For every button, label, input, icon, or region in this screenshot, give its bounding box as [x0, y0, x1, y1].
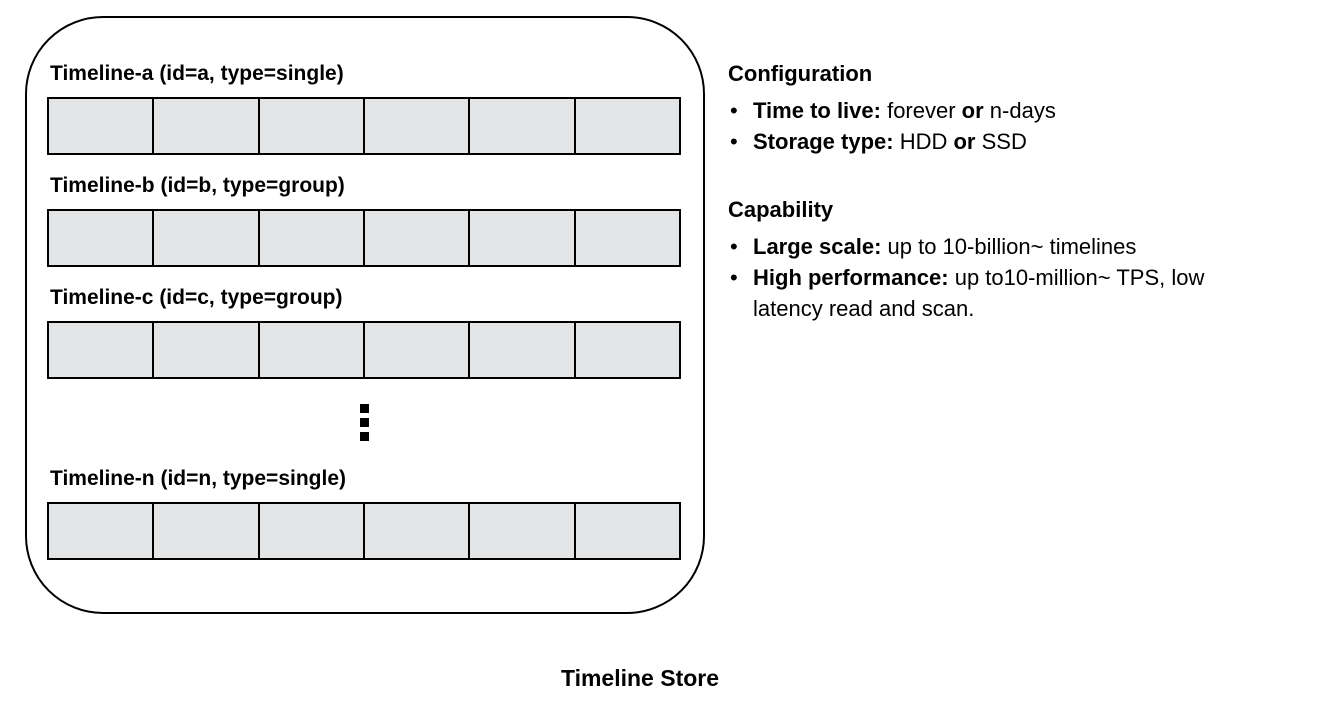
- info-section-capability: Capability • Large scale: up to 10-billion…: [728, 197, 1280, 324]
- bullet-icon: •: [730, 234, 738, 259]
- bullet-text: HDD: [893, 129, 954, 154]
- timeline-cell: [575, 504, 679, 558]
- timeline-cell: [49, 504, 155, 558]
- timeline-cell: [470, 211, 576, 265]
- bullet-term: Large scale:: [753, 234, 882, 259]
- section-heading: Configuration: [728, 61, 873, 86]
- bullet-term: Time to live:: [753, 98, 881, 123]
- timeline-cell: [364, 211, 471, 265]
- timeline-store-panel: Timeline-a (id=a, type=single) Timeline-b…: [25, 16, 705, 614]
- timeline-block: Timeline-b (id=b, type=group): [47, 174, 681, 267]
- timeline-cells-row: [47, 321, 681, 379]
- timeline-cell: [575, 323, 679, 377]
- timeline-cell: [259, 211, 365, 265]
- timeline-cell: [259, 504, 365, 558]
- bullet-item: • High performance: up to10-million~ TPS,…: [728, 262, 1280, 324]
- timeline-cell: [49, 211, 155, 265]
- bullet-text: up to10-million~ TPS, low latency read a…: [753, 265, 1205, 321]
- timeline-cell: [575, 211, 679, 265]
- bullet-term: or: [961, 98, 984, 123]
- timeline-cell: [154, 323, 260, 377]
- section-bullet-list: • Large scale: up to 10-billion~ timeline…: [728, 231, 1280, 324]
- timeline-cell: [364, 323, 471, 377]
- timeline-cell: [154, 99, 260, 153]
- bullet-item: • Storage type: HDD or SSD: [728, 126, 1280, 157]
- timeline-cells-row: [47, 209, 681, 267]
- timeline-cell: [49, 99, 155, 153]
- section-bullet-list: • Time to live: forever or n-days • Storage…: [728, 95, 1280, 157]
- timeline-label: Timeline-c (id=c, type=group): [50, 286, 343, 309]
- timeline-label: Timeline-b (id=b, type=group): [50, 174, 345, 197]
- bullet-term: or: [953, 129, 976, 154]
- bullet-icon: •: [730, 129, 738, 154]
- timeline-label: Timeline-n (id=n, type=single): [50, 467, 346, 490]
- timeline-cell: [154, 211, 260, 265]
- timeline-cell: [470, 99, 576, 153]
- diagram-caption: Timeline Store: [560, 665, 720, 691]
- timeline-label: Timeline-a (id=a, type=single): [50, 62, 344, 85]
- bullet-text: n-days: [983, 98, 1056, 123]
- ellipsis-dot: [359, 417, 369, 427]
- timeline-cell: [364, 99, 471, 153]
- bullet-icon: •: [730, 98, 738, 123]
- ellipsis-dot: [359, 403, 369, 413]
- timeline-cells-row: [47, 502, 681, 560]
- timeline-cells-row: [47, 97, 681, 155]
- timeline-cell: [259, 323, 365, 377]
- timeline-block: Timeline-n (id=n, type=single): [47, 467, 681, 560]
- info-section-configuration: Configuration • Time to live: forever or n…: [728, 61, 1280, 157]
- bullet-text: up to 10-billion~ timelines: [881, 234, 1137, 259]
- ellipsis-dot: [359, 431, 369, 441]
- bullet-icon: •: [730, 265, 738, 290]
- bullet-text: forever: [880, 98, 962, 123]
- bullet-text: SSD: [975, 129, 1027, 154]
- bullet-term: High performance:: [753, 265, 949, 290]
- vertical-ellipsis-icon: [47, 398, 681, 446]
- bullet-item: • Time to live: forever or n-days: [728, 95, 1280, 126]
- timeline-cell: [364, 504, 471, 558]
- bullet-term: Storage type:: [753, 129, 894, 154]
- bullet-item: • Large scale: up to 10-billion~ timeline…: [728, 231, 1280, 262]
- timeline-cell: [49, 323, 155, 377]
- info-column: Configuration • Time to live: forever or n…: [728, 61, 1280, 324]
- timeline-cell: [470, 323, 576, 377]
- timeline-cell: [575, 99, 679, 153]
- timeline-cell: [259, 99, 365, 153]
- timeline-block: Timeline-c (id=c, type=group): [47, 286, 681, 379]
- timeline-cell: [154, 504, 260, 558]
- timeline-block: Timeline-a (id=a, type=single): [47, 62, 681, 155]
- timeline-cell: [470, 504, 576, 558]
- section-heading: Capability: [728, 197, 834, 222]
